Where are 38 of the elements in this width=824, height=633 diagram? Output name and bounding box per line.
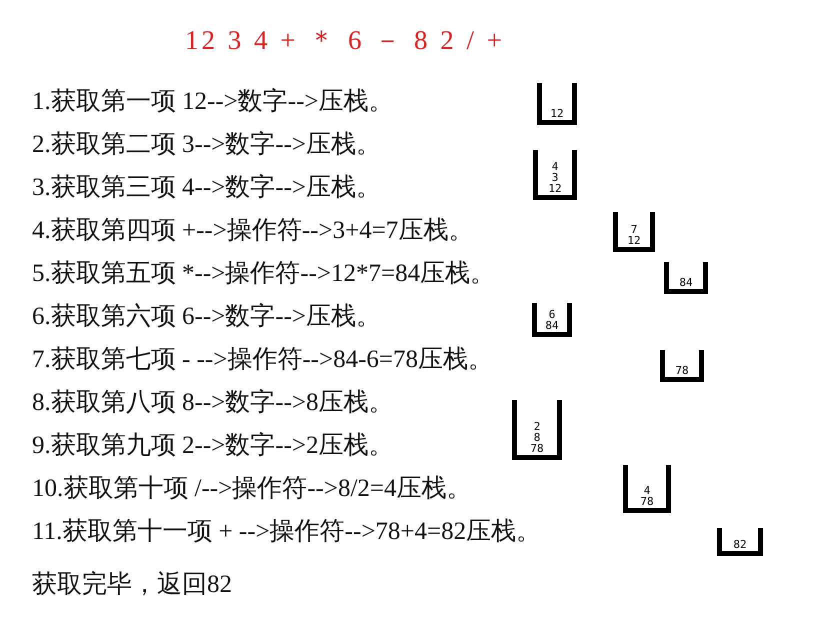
- step-text: 3.获取第三项 4-->数字-->压栈。: [32, 172, 381, 203]
- step-text: 1.获取第一项 12-->数字-->压栈。: [32, 86, 394, 117]
- stack-container: [532, 303, 572, 337]
- stack-value: 12: [550, 108, 564, 119]
- result-text: 获取完毕，返回82: [32, 570, 232, 600]
- step-text: 11.获取第十一项 + -->操作符-->78+4=82压栈。: [32, 517, 542, 547]
- stack-container: [533, 150, 577, 200]
- stack-value: 7: [630, 224, 638, 235]
- stack-container: [664, 262, 708, 294]
- stack-container: [537, 83, 577, 125]
- stack-container: [512, 400, 562, 460]
- step-text: 10.获取第十项 /-->操作符-->8/2=4压栈。: [32, 474, 472, 504]
- step-text: 6.获取第六项 6-->数字-->压栈。: [32, 302, 381, 332]
- stack-value: 78: [640, 496, 654, 507]
- stack-value: 6: [548, 309, 556, 320]
- stack-value: 84: [545, 320, 559, 331]
- step-text: 7.获取第七项 - -->操作符-->84-6=78压栈。: [32, 345, 493, 375]
- stack-value: 4: [552, 161, 558, 172]
- stack-container: [717, 528, 763, 556]
- step-text: 5.获取第五项 *-->操作符-->12*7=84压栈。: [32, 259, 496, 289]
- expression-title: 12 3 4 + ＊ 6 － 8 2 / +: [185, 24, 505, 57]
- stack-value: 12: [627, 235, 641, 246]
- stack-value: 84: [679, 277, 693, 288]
- stack-container: [660, 350, 704, 382]
- stack-value: 12: [548, 183, 562, 194]
- step-text: 8.获取第八项 8-->数字-->8压栈。: [32, 388, 394, 418]
- stack-value: 8: [534, 432, 540, 443]
- step-text: 2.获取第二项 3-->数字-->压栈。: [32, 130, 381, 160]
- stack-value: 78: [530, 443, 544, 454]
- stack-value: 78: [675, 365, 689, 376]
- stack-value: 82: [733, 539, 747, 550]
- stack-value: 3: [552, 172, 558, 183]
- stack-container: [623, 465, 671, 513]
- step-text: 4.获取第四项 +-->操作符-->3+4=7压栈。: [32, 216, 474, 246]
- stack-value: 2: [534, 421, 540, 432]
- step-text: 9.获取第九项 2-->数字-->2压栈。: [32, 430, 394, 461]
- stack-container: [613, 212, 655, 252]
- stack-value: 4: [644, 485, 650, 496]
